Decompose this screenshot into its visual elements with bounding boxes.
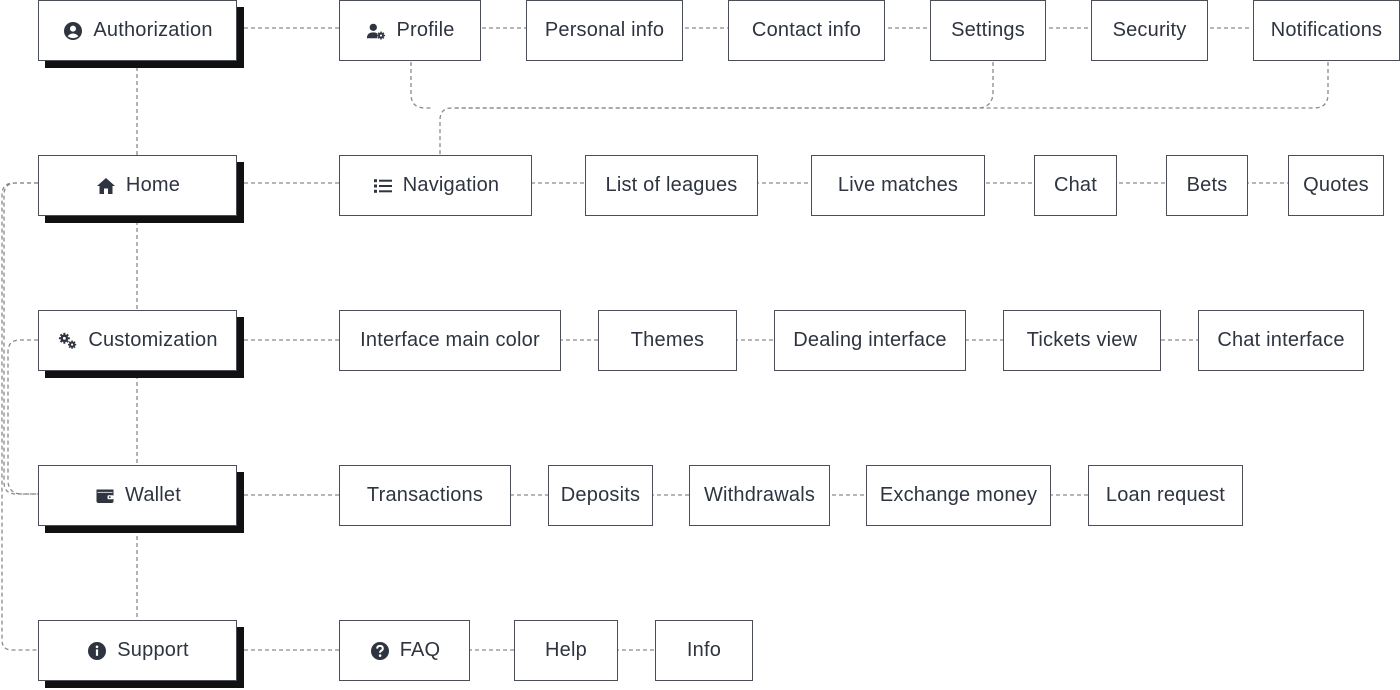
wallet-icon: [94, 485, 116, 507]
node-tickets-view[interactable]: Tickets view: [1003, 310, 1161, 371]
node-chat-interface[interactable]: Chat interface: [1198, 310, 1364, 371]
main-node-label: Authorization: [93, 19, 213, 41]
node-dealing-interface[interactable]: Dealing interface: [774, 310, 966, 371]
node-label: Themes: [630, 329, 705, 351]
main-node-wallet[interactable]: Wallet: [38, 465, 237, 526]
connector-customization-to-wallet-loop: [7, 339, 38, 495]
main-node-label: Wallet: [124, 484, 182, 506]
node-label: Quotes: [1303, 174, 1369, 196]
node-label: Notifications: [1270, 19, 1383, 41]
node-label: Tickets view: [1026, 329, 1138, 351]
node-label: Interface main color: [360, 329, 540, 351]
node-personal-info[interactable]: Personal info: [526, 0, 683, 61]
user-gear-icon: [365, 20, 387, 42]
node-profile[interactable]: Profile: [339, 0, 481, 61]
node-label: FAQ: [399, 639, 441, 661]
node-label: Security: [1112, 19, 1187, 41]
node-label: Chat: [1053, 174, 1098, 196]
connector-home-to-support-loop: [1, 182, 38, 651]
node-label: Settings: [951, 19, 1025, 41]
node-deposits[interactable]: Deposits: [548, 465, 653, 526]
home-icon: [95, 175, 117, 197]
info-circle-icon: [86, 640, 108, 662]
main-node-label: Customization: [88, 329, 218, 351]
question-circle-icon: [369, 640, 391, 662]
node-loan-request[interactable]: Loan request: [1088, 465, 1243, 526]
node-notifications[interactable]: Notifications: [1253, 0, 1400, 61]
node-label: Help: [545, 639, 587, 661]
node-label: Contact info: [751, 19, 862, 41]
node-withdrawals[interactable]: Withdrawals: [689, 465, 830, 526]
node-exchange-money[interactable]: Exchange money: [866, 465, 1051, 526]
gears-icon: [57, 330, 79, 352]
node-faq[interactable]: FAQ: [339, 620, 470, 681]
node-label: Chat interface: [1217, 329, 1345, 351]
node-label: Profile: [396, 19, 455, 41]
main-node-label: Support: [117, 639, 189, 661]
connector-notifications-to-navigation: [439, 62, 1329, 155]
node-label: Dealing interface: [793, 329, 947, 351]
node-quotes[interactable]: Quotes: [1288, 155, 1384, 216]
main-node-customization[interactable]: Customization: [38, 310, 237, 371]
node-navigation[interactable]: Navigation: [339, 155, 532, 216]
node-label: Personal info: [544, 19, 665, 41]
node-label: Withdrawals: [703, 484, 816, 506]
node-interface-main-color[interactable]: Interface main color: [339, 310, 561, 371]
node-label: Info: [686, 639, 722, 661]
node-label: Navigation: [402, 174, 500, 196]
node-contact-info[interactable]: Contact info: [728, 0, 885, 61]
node-label: Exchange money: [879, 484, 1038, 506]
node-security[interactable]: Security: [1091, 0, 1208, 61]
list-icon: [372, 175, 394, 197]
node-list-of-leagues[interactable]: List of leagues: [585, 155, 758, 216]
node-themes[interactable]: Themes: [598, 310, 737, 371]
node-settings[interactable]: Settings: [930, 0, 1046, 61]
connector-profile-to-navigation: [410, 62, 432, 109]
connector-home-to-wallet-loop: [3, 182, 38, 495]
node-label: Transactions: [366, 484, 484, 506]
node-live-matches[interactable]: Live matches: [811, 155, 985, 216]
node-label: Deposits: [560, 484, 641, 506]
node-label: Bets: [1186, 174, 1228, 196]
main-node-label: Home: [125, 174, 181, 196]
node-bets[interactable]: Bets: [1166, 155, 1248, 216]
node-chat[interactable]: Chat: [1034, 155, 1117, 216]
node-label: List of leagues: [605, 174, 738, 196]
node-info[interactable]: Info: [655, 620, 753, 681]
main-node-support[interactable]: Support: [38, 620, 237, 681]
node-label: Live matches: [837, 174, 959, 196]
node-transactions[interactable]: Transactions: [339, 465, 511, 526]
main-node-authorization[interactable]: Authorization: [38, 0, 237, 61]
connector-settings-to-navigation: [452, 62, 994, 109]
user-circle-icon: [62, 20, 84, 42]
node-label: Loan request: [1105, 484, 1226, 506]
main-node-home[interactable]: Home: [38, 155, 237, 216]
node-help[interactable]: Help: [514, 620, 618, 681]
